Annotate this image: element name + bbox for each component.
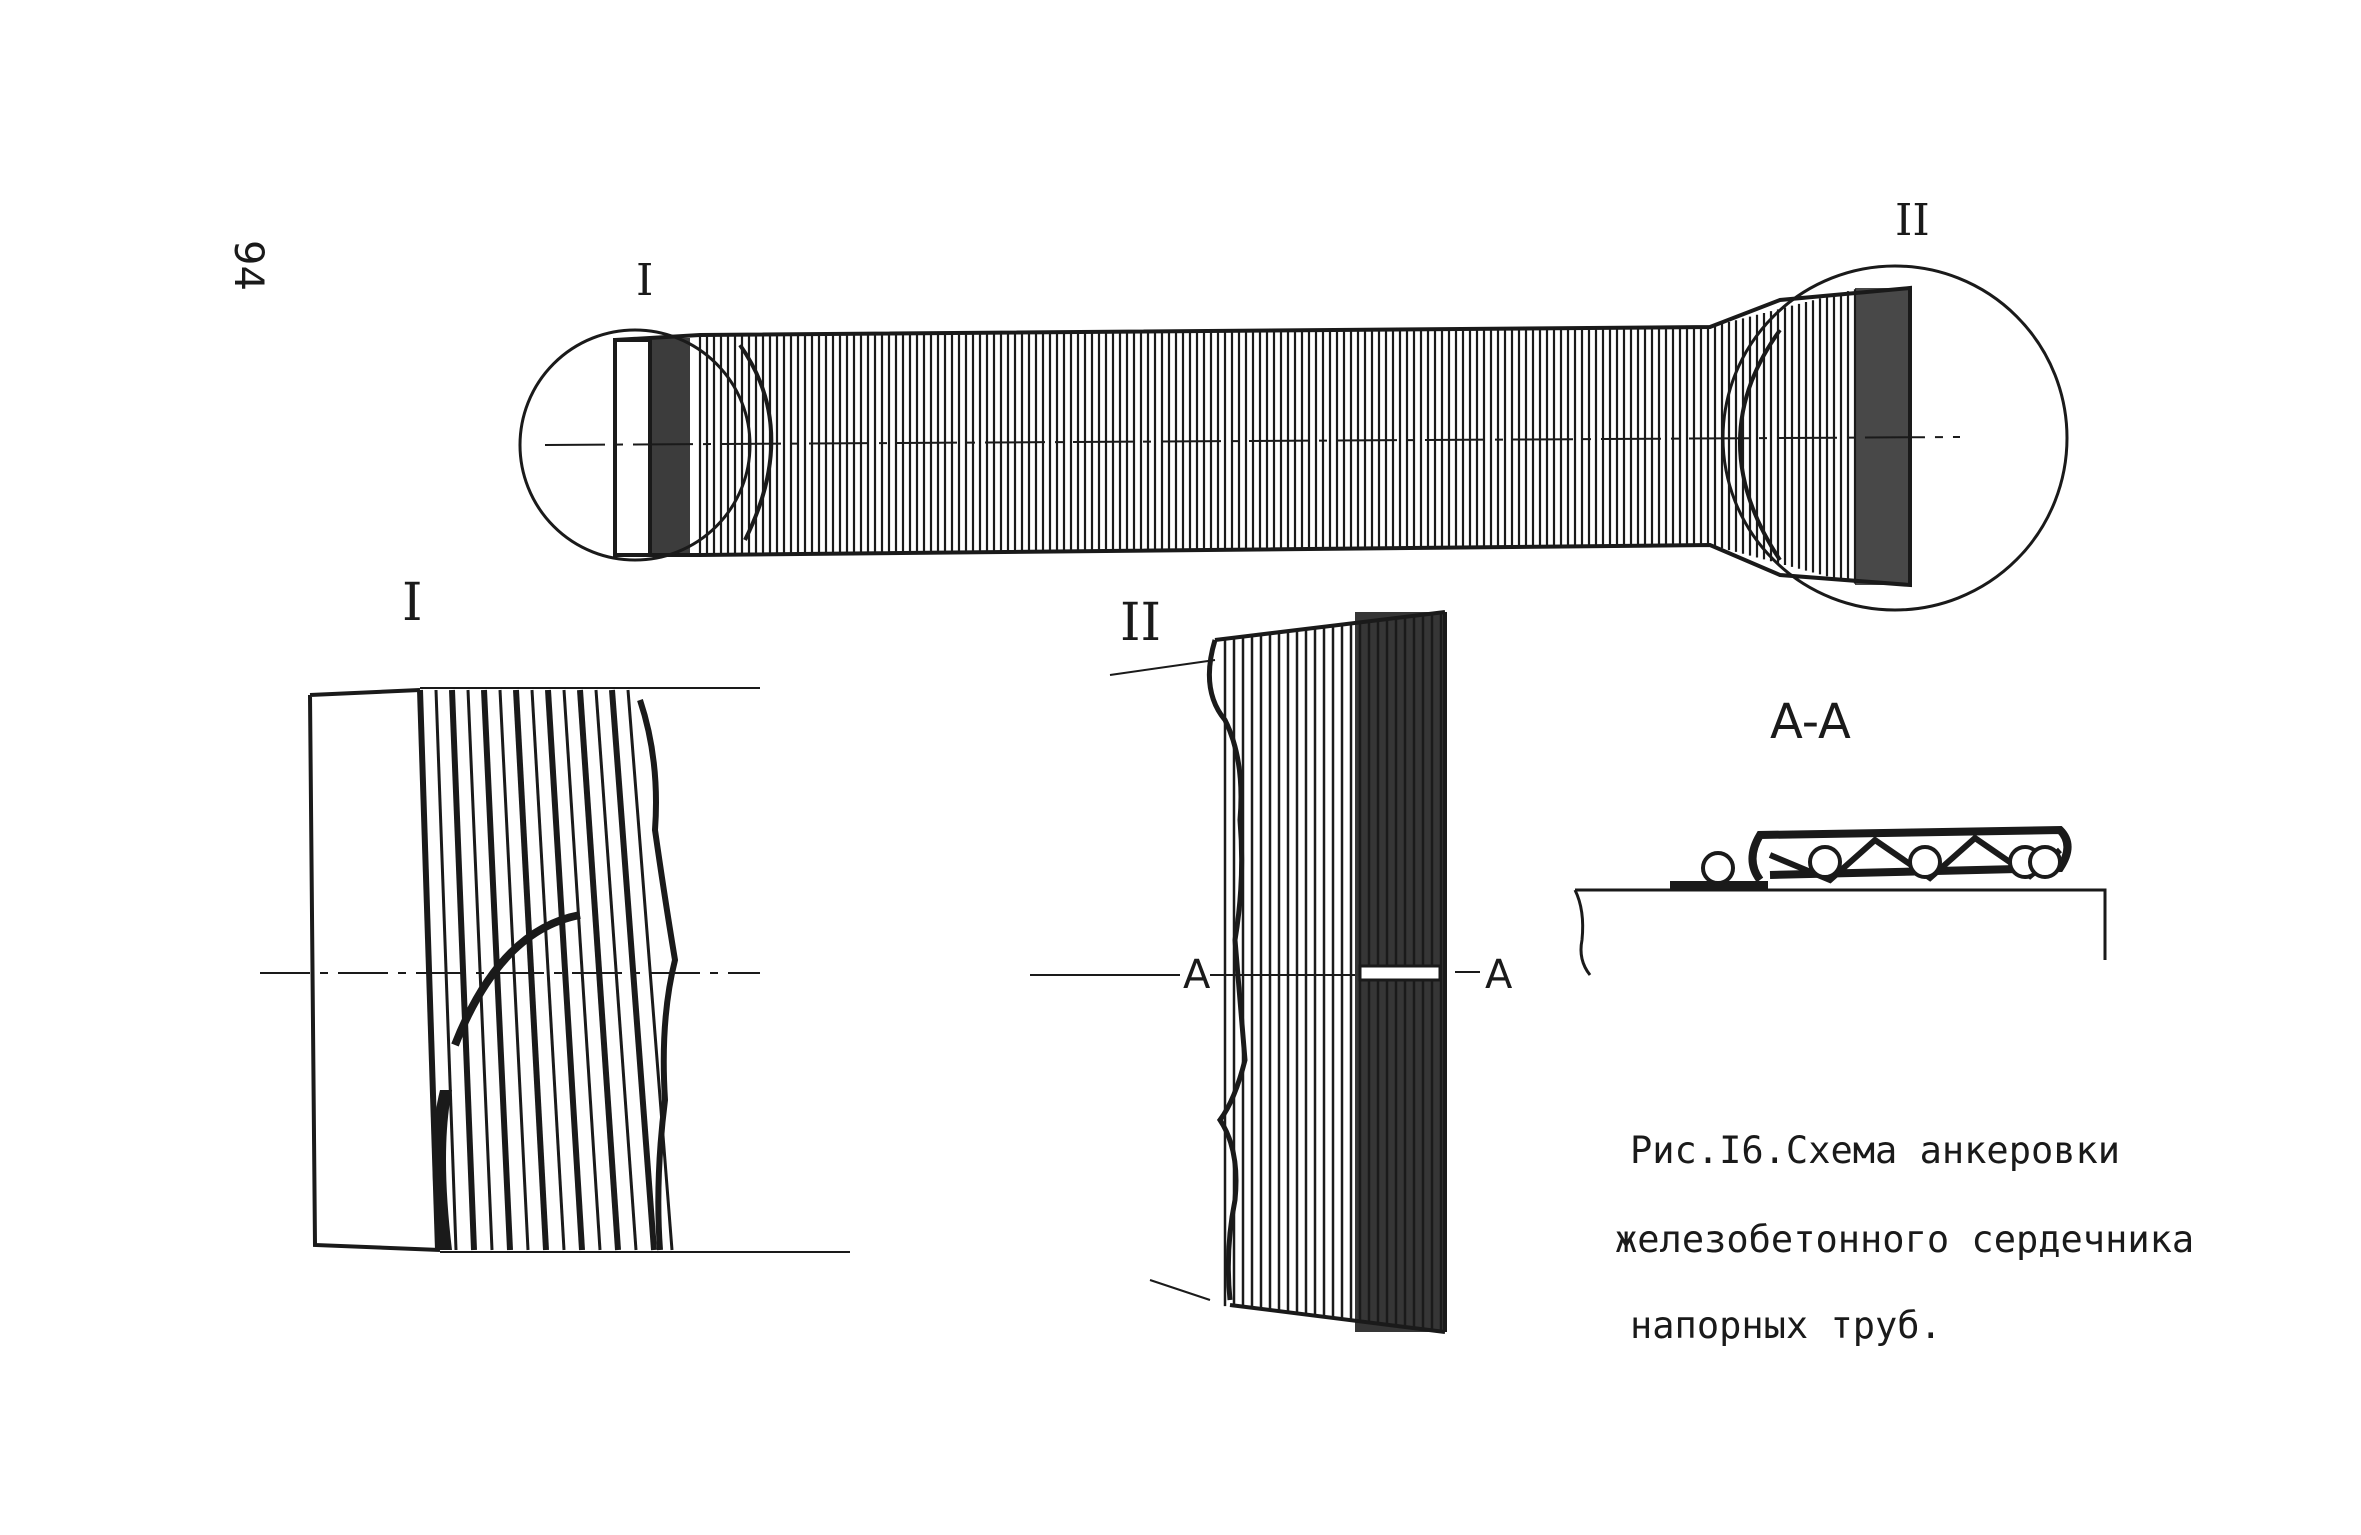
detail-ii-outline — [1214, 610, 1447, 1334]
detail-ii-top-line — [1109, 659, 1216, 676]
detail-circle-ii — [1721, 264, 2069, 612]
wire-turn — [466, 689, 494, 1251]
section-mark-right: A — [1485, 952, 1513, 998]
section-base-surface — [1575, 888, 2107, 960]
section-rods — [1701, 845, 2062, 885]
main-pipe-view: I II — [518, 195, 2069, 612]
wire-turn — [577, 689, 621, 1251]
wire-turn — [562, 689, 602, 1251]
wire-turn — [530, 689, 566, 1251]
detail-i-view: I — [260, 573, 850, 1253]
wire-turn — [626, 689, 674, 1251]
detail-i-wire-turns — [417, 689, 674, 1251]
page-number: 94 — [225, 240, 271, 291]
detail-label-ii: II — [1895, 195, 1930, 246]
wire-turn — [545, 689, 585, 1251]
section-a-a-view: A-A — [1573, 694, 2107, 976]
wire-turn — [498, 689, 530, 1251]
pipe-dense-band-left — [650, 338, 690, 556]
wire-turn — [594, 689, 638, 1251]
section-cut-bar — [1358, 964, 1442, 982]
pipe-socket-end — [613, 338, 652, 557]
section-mark-left: A — [1183, 952, 1211, 998]
detail-i-mortar-fill — [432, 1090, 452, 1250]
wire-turn — [449, 689, 477, 1251]
section-base-break — [1573, 889, 1592, 976]
section-title: A-A — [1770, 694, 1851, 750]
detail-ii-view: II A A — [1030, 593, 1513, 1334]
wire-turn — [609, 689, 657, 1251]
section-rod — [1808, 845, 1842, 879]
wire-turn — [434, 689, 458, 1251]
anchor-wire-curve-left — [738, 343, 774, 541]
detail-i-title: I — [402, 573, 423, 633]
detail-circle-i — [518, 328, 752, 562]
detail-label-i: I — [636, 255, 653, 306]
section-rod — [2028, 845, 2062, 879]
caption-line-1: Рис.I6.Схема анкеровки — [1630, 1129, 2120, 1172]
section-rod — [1908, 845, 1942, 879]
detail-ii-bottom-line — [1149, 1279, 1211, 1301]
anchor-wire-curve-right — [1738, 328, 1782, 562]
detail-ii-title: II — [1120, 593, 1161, 653]
detail-i-anchor-wire — [451, 911, 581, 1047]
detail-i-socket-outline — [308, 688, 441, 1252]
figure-caption: Рис.I6.Схема анкеровки железобетонного с… — [1615, 1129, 2194, 1347]
detail-i-concrete-edge — [637, 699, 679, 1251]
section-rod — [1701, 851, 1735, 885]
caption-line-2: железобетонного сердечника — [1615, 1218, 2194, 1261]
detail-ii-concrete-edge — [1206, 639, 1248, 1301]
wire-turn — [513, 689, 549, 1251]
caption-line-3: напорных труб. — [1630, 1304, 1942, 1347]
section-strap — [1670, 825, 2072, 889]
